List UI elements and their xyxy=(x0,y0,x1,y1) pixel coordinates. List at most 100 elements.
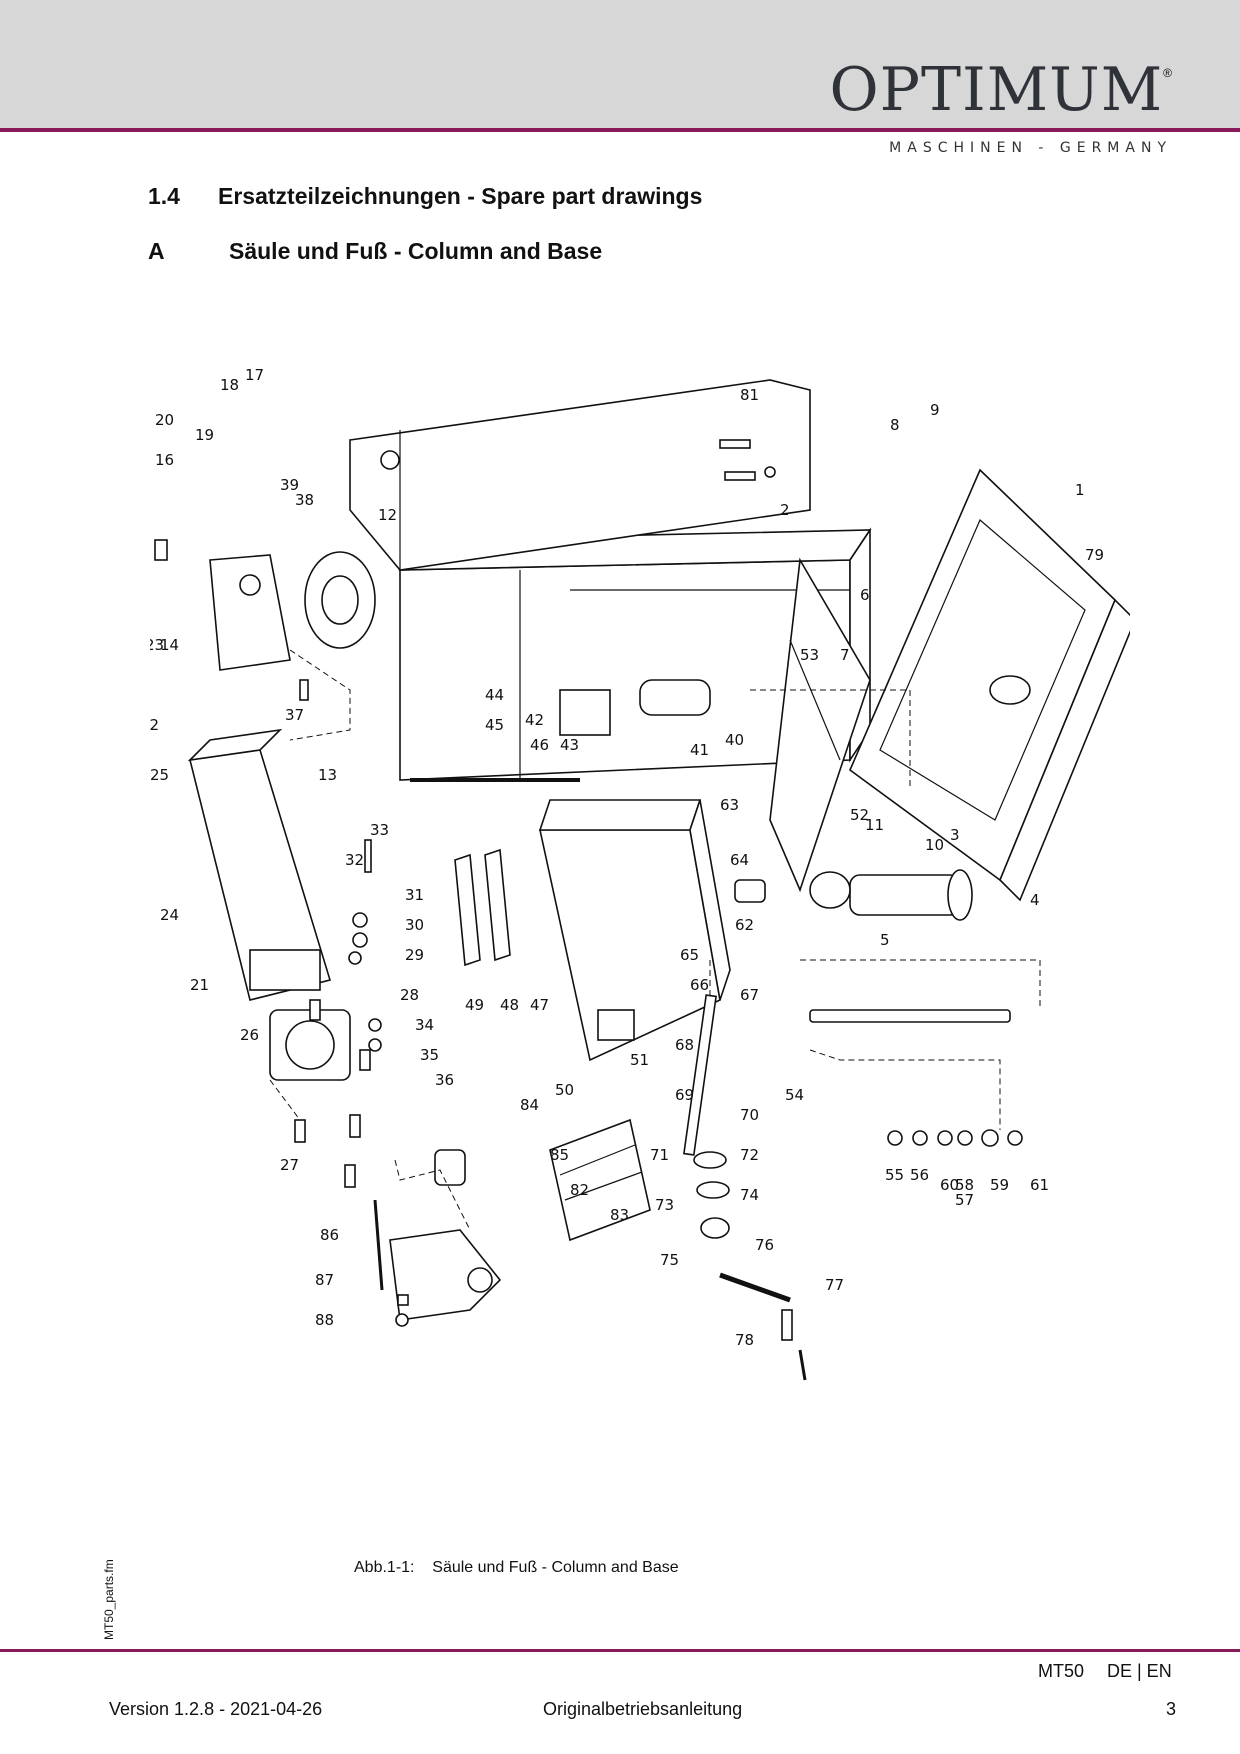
part-label: 25 xyxy=(150,766,169,784)
section-title: Ersatzteilzeichnungen - Spare part drawi… xyxy=(218,183,703,209)
part-label: 34 xyxy=(415,1016,434,1034)
part-label: 45 xyxy=(485,716,504,734)
part-number-labels: 1 2 3 4 5 6 7 8 9 10 11 12 13 14 15 16 1… xyxy=(150,366,1104,1349)
part-label: 8 xyxy=(890,416,900,434)
lever-part xyxy=(559,679,711,736)
part-label: 29 xyxy=(405,946,424,964)
part-label: 78 xyxy=(735,1331,754,1349)
bracket-part xyxy=(209,554,291,671)
part-label: 9 xyxy=(930,401,940,419)
registered-mark: ® xyxy=(1163,66,1172,80)
brand-name: OPTIMUM xyxy=(829,55,1164,125)
part-label: 63 xyxy=(720,796,739,814)
part-label: 70 xyxy=(740,1106,759,1124)
part-label: 81 xyxy=(740,386,759,404)
part-label: 23 xyxy=(150,636,164,654)
part-label: 43 xyxy=(560,736,579,754)
part-label: 41 xyxy=(690,741,709,759)
header-rule xyxy=(0,128,1240,132)
part-label: 59 xyxy=(990,1176,1009,1194)
part-label: 52 xyxy=(850,806,869,824)
part-label: 71 xyxy=(650,1146,669,1164)
part-label: 17 xyxy=(245,366,264,384)
source-file-label: MT50_parts.fm xyxy=(102,1559,116,1640)
exploded-parts-drawing: 1 2 3 4 5 6 7 8 9 10 11 12 13 14 15 16 1… xyxy=(150,366,1130,1381)
figure-caption-id: Abb.1-1: xyxy=(354,1559,415,1576)
part-label: 86 xyxy=(320,1226,339,1244)
part-label: 73 xyxy=(655,1196,674,1214)
part-label: 64 xyxy=(730,851,749,869)
part-label: 68 xyxy=(675,1036,694,1054)
footer-rule xyxy=(0,1649,1240,1652)
part-label: 36 xyxy=(435,1071,454,1089)
part-label: 31 xyxy=(405,886,424,904)
part-label: 2 xyxy=(780,501,790,519)
part-label: 44 xyxy=(485,686,504,704)
brand-subtitle: MASCHINEN - GERMANY xyxy=(889,140,1172,156)
part-label: 32 xyxy=(345,851,364,869)
part-label: 47 xyxy=(530,996,549,1014)
part-label: 7 xyxy=(840,646,850,664)
page-number: 3 xyxy=(1166,1699,1177,1719)
part-label: 21 xyxy=(190,976,209,994)
part-label: 35 xyxy=(420,1046,439,1064)
part-label: 79 xyxy=(1085,546,1104,564)
part-label: 76 xyxy=(755,1236,774,1254)
subsection-title: Säule und Fuß - Column and Base xyxy=(229,238,603,264)
part-label: 4 xyxy=(1030,891,1040,909)
part-label: 74 xyxy=(740,1186,759,1204)
slide-part xyxy=(538,799,731,1062)
part-label: 40 xyxy=(725,731,744,749)
part-label: 65 xyxy=(680,946,699,964)
sleeve-part xyxy=(734,869,973,921)
part-label: 5 xyxy=(880,931,890,949)
part-label: 62 xyxy=(735,916,754,934)
part-label: 19 xyxy=(195,426,214,444)
part-label: 72 xyxy=(740,1146,759,1164)
footer-model: MT50 xyxy=(1038,1661,1085,1681)
part-label: 6 xyxy=(860,586,870,604)
part-label: 85 xyxy=(550,1146,569,1164)
tray-part xyxy=(769,557,871,893)
figure-caption: Abb.1-1: Säule und Fuß - Column and Base xyxy=(354,1559,679,1577)
part-label: 53 xyxy=(800,646,819,664)
part-label: 18 xyxy=(220,376,239,394)
part-label: 16 xyxy=(155,451,174,469)
small-parts xyxy=(154,439,1023,1327)
part-label: 39 xyxy=(280,476,299,494)
part-label: 3 xyxy=(950,826,960,844)
figure-caption-text: Säule und Fuß - Column and Base xyxy=(432,1559,679,1576)
assembly-lines xyxy=(269,649,1041,1231)
rack-part xyxy=(549,1118,651,1242)
part-label: 22 xyxy=(150,716,159,734)
part-label: 84 xyxy=(520,1096,539,1114)
part-label: 75 xyxy=(660,1251,679,1269)
part-label: 67 xyxy=(740,986,759,1004)
part-label: 20 xyxy=(155,411,174,429)
part-label: 82 xyxy=(570,1181,589,1199)
gib-parts xyxy=(410,778,580,967)
part-label: 48 xyxy=(500,996,519,1014)
brand-logo: OPTIMUM® xyxy=(829,60,1172,120)
spindle-part xyxy=(683,994,730,1239)
part-label: 57 xyxy=(955,1191,974,1209)
part-label: 13 xyxy=(318,766,337,784)
part-label: 1 xyxy=(1075,481,1085,499)
part-label: 26 xyxy=(240,1026,259,1044)
part-label: 83 xyxy=(610,1206,629,1224)
part-label: 38 xyxy=(295,491,314,509)
part-label: 51 xyxy=(630,1051,649,1069)
leadscrew-part xyxy=(809,1009,1011,1023)
section-number: 1.4 xyxy=(148,183,180,209)
part-label: 14 xyxy=(160,636,179,654)
part-label: 28 xyxy=(400,986,419,1004)
footer-doc-type: Originalbetriebsanleitung xyxy=(543,1699,743,1719)
part-label: 33 xyxy=(370,821,389,839)
flange-part xyxy=(304,551,376,649)
footer-languages: DE | EN xyxy=(1107,1661,1172,1681)
part-label: 11 xyxy=(865,816,884,834)
part-label: 69 xyxy=(675,1086,694,1104)
footer-version: Version 1.2.8 - 2021-04-26 xyxy=(109,1699,323,1719)
part-label: 49 xyxy=(465,996,484,1014)
part-label: 12 xyxy=(378,506,397,524)
